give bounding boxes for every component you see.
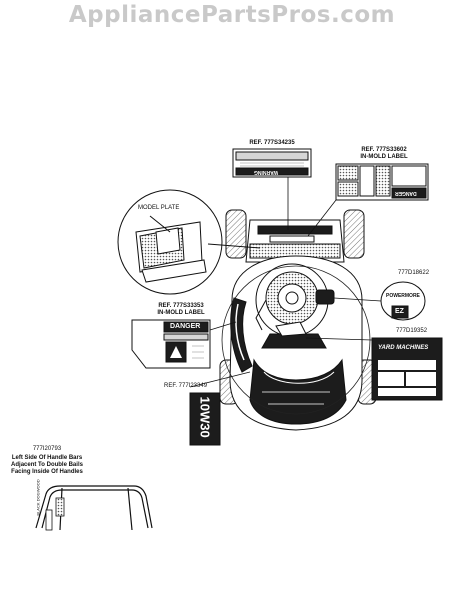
model-plate-callout [117,189,261,295]
handle-note-line2: Adjacent To Double Bails [11,462,83,468]
handle-bars [35,485,153,531]
mower-assembly [219,209,377,431]
handle-note-line1: Left Side Of Handle Bars [11,455,83,461]
powermore-decal [333,281,426,321]
danger-right-decal-text: DANGER [395,190,417,196]
ez-decal-text: EZ [395,308,404,315]
yard-machines-decal [305,337,443,401]
watermark: AppliancePartsPros.com [68,2,396,28]
oil-decal-text: 10W30 [197,396,213,438]
ref-top-center-label: REF. 777S34235 [249,140,295,146]
yard-machines-decal-text: YARD MACHINES [378,345,429,351]
part-yard-machines-label: 777D19352 [396,328,428,334]
oil-decal [189,371,251,446]
danger-label-top-right [307,163,429,237]
part-handle-label: 777I20793 [32,446,62,452]
ref-left-label-line1: REF. 777S33353 [158,303,204,309]
warning-decal-text: WARNING [254,169,279,175]
ref-left-label-line2: IN-MOLD LABEL [157,310,205,316]
brand-vertical-text: BLACK DOGWOOD [35,479,41,516]
model-plate-label: MODEL PLATE [138,205,180,211]
part-powermore-label: 777D18622 [398,270,430,276]
rear-left-wheel [225,209,247,259]
ref-top-right-label-line1: REF. 777S33602 [361,147,407,153]
powermore-decal-text: POWERMORE [386,293,420,299]
ref-top-right-label-line2: IN-MOLD LABEL [360,154,408,160]
handle-note-line3: Facing Inside Of Handles [11,469,83,475]
danger-left-decal-text: DANGER [170,323,201,330]
danger-label-left [131,319,237,369]
ref-bottom-center-label: REF. 777I23349 [164,383,208,389]
rear-right-wheel [343,209,365,259]
warning-label-top [232,148,312,230]
